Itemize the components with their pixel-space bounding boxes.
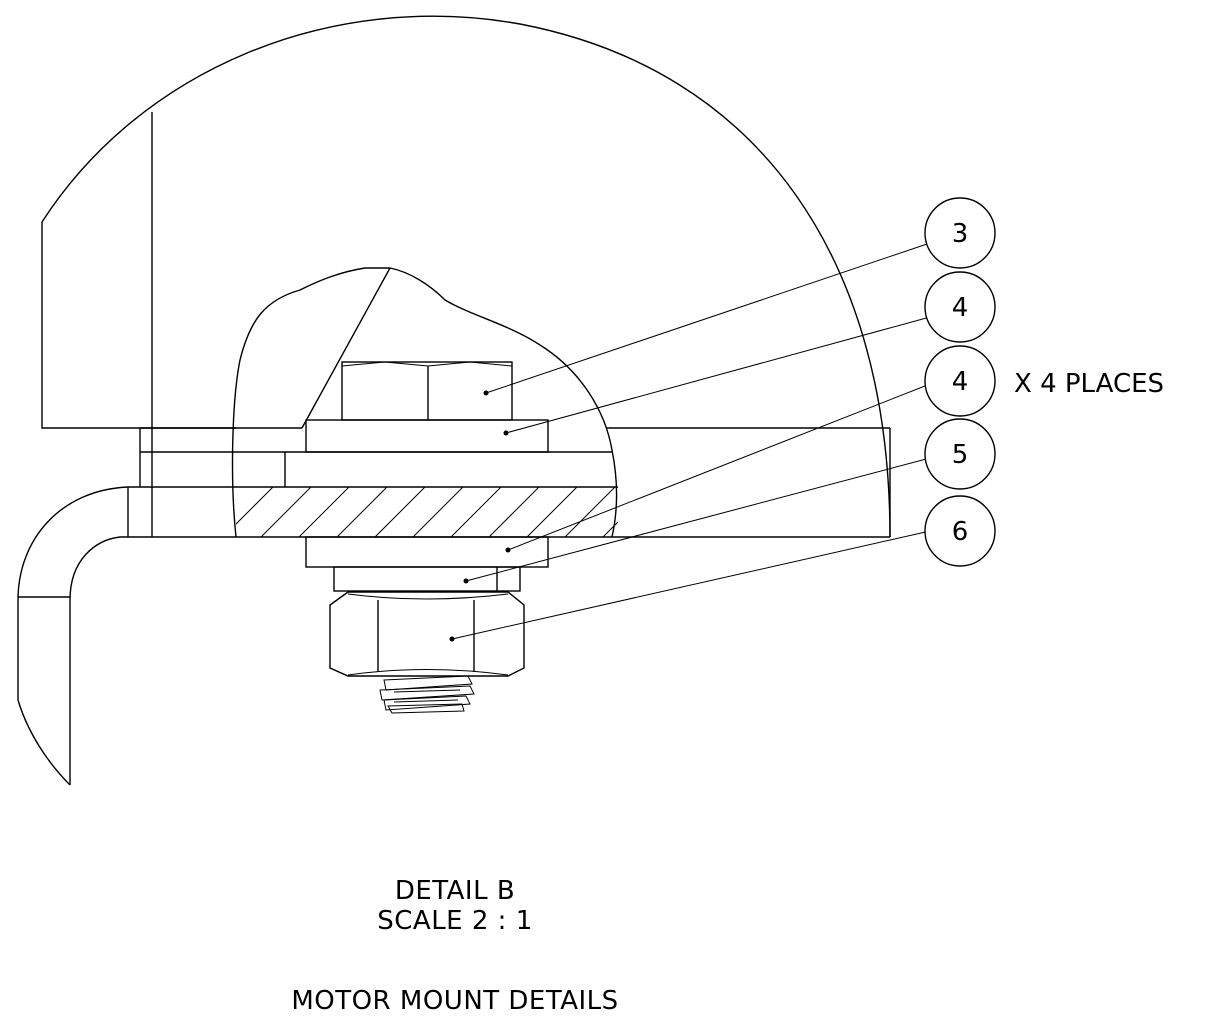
leader-3 [485,242,931,394]
balloon-5: 5 [924,418,996,490]
balloon-4-upper: 4 [924,271,996,343]
balloon-4-lower-label: 4 [952,367,969,397]
balloon-6: 6 [924,495,996,567]
drawing-caption: MOTOR MOUNT DETAILS [291,986,619,1016]
section-break-cut [301,267,391,429]
leader-lines [451,242,931,640]
places-note: X 4 PLACES [1014,369,1164,399]
housing-outline [41,222,302,429]
lock-washer [333,566,521,592]
section-break-outline [231,267,618,538]
balloon-6-label: 6 [952,517,969,547]
hex-nut-chamfer-bottom [347,669,509,676]
lower-washer [305,536,549,568]
detail-title: DETAIL B [394,876,516,906]
hex-nut [329,591,525,677]
leader-4b [507,383,931,551]
leader-5 [465,457,931,582]
balloon-3: 3 [924,197,996,269]
bolt-head-chamfer [341,361,513,367]
balloon-4-upper-label: 4 [952,293,969,323]
bracket-outer [17,486,129,786]
bracket-inner [69,536,121,785]
upper-washer [305,419,549,453]
hatched-section [236,487,618,537]
leader-4a [505,316,931,434]
balloon-5-label: 5 [952,440,969,470]
balloon-3-label: 3 [952,219,969,249]
threaded-stud [379,675,475,714]
hex-nut-chamfer-top [347,593,509,600]
detail-boundary-arc [41,15,891,538]
leader-6 [451,530,931,640]
balloon-4-lower: 4 [924,345,996,417]
leader-dots [449,390,511,642]
detail-scale: SCALE 2 : 1 [377,906,533,936]
